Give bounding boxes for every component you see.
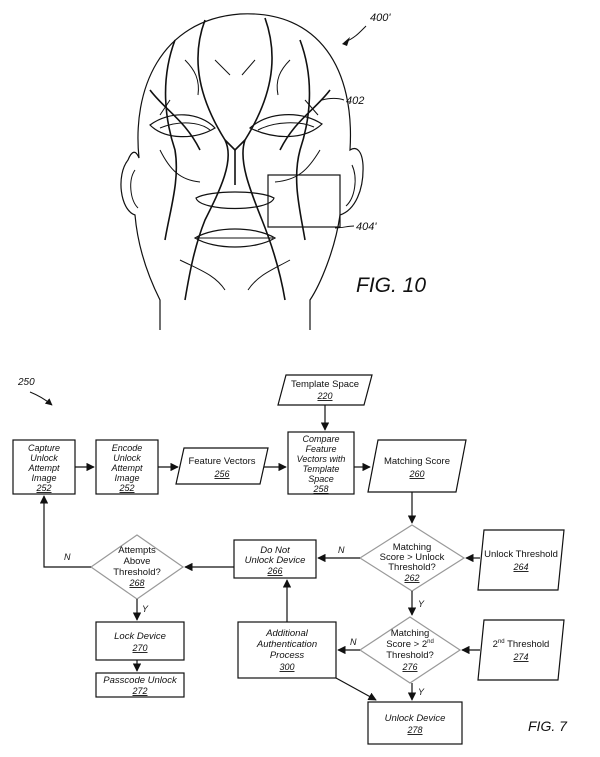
compare-line-1: Compare [302, 434, 339, 444]
leader-402 [321, 98, 345, 101]
encode-line-1: Encode [112, 443, 143, 453]
capture-line-4: Image [31, 473, 56, 483]
compare-num: 258 [312, 484, 328, 494]
encode-line-4: Image [114, 473, 139, 483]
decision-276-line-1: Matching [391, 628, 430, 639]
region-box-404 [267, 174, 341, 228]
template-space-node: Template Space 220 [277, 374, 373, 406]
passcode-unlock-label: Passcode Unlock [103, 675, 178, 686]
compare-line-2: Feature [305, 444, 336, 454]
matching-score-num: 260 [408, 469, 424, 479]
feature-vectors-node: Feature Vectors 256 [175, 447, 269, 485]
attempts-line-2: Above [124, 556, 151, 567]
do-not-unlock-line-1: Do Not [260, 545, 290, 556]
ref-404: 404' [356, 221, 377, 233]
decision-276-num: 276 [401, 662, 417, 672]
right-ear [345, 164, 356, 207]
left-eye-lid [159, 122, 211, 131]
do-not-unlock-node: Do Not Unlock Device 266 [233, 539, 317, 579]
fig10-illustration: 400' 402 404' FIG. 10 [120, 12, 426, 330]
edge-label-n-262: N [338, 545, 345, 555]
encode-line-3: Attempt [110, 463, 143, 473]
passcode-unlock-node: Passcode Unlock 272 [95, 672, 185, 698]
decision-276-line-2: Score > 2nd [386, 639, 434, 650]
capture-num: 252 [35, 483, 51, 493]
second-threshold-label: 2nd Threshold [493, 639, 550, 650]
attempts-num: 268 [128, 578, 144, 588]
ref-402: 402 [346, 95, 364, 107]
unlock-device-label: Unlock Device [385, 713, 446, 724]
nose [195, 191, 275, 210]
compare-line-5: Space [308, 474, 334, 484]
do-not-unlock-line-2: Unlock Device [245, 555, 306, 566]
connectors [39, 405, 480, 701]
passcode-unlock-num: 272 [131, 686, 147, 696]
left-ear [130, 169, 139, 209]
second-threshold-num: 274 [512, 652, 528, 662]
matching-score-node: Matching Score 260 [367, 439, 467, 493]
feature-vectors-label: Feature Vectors [188, 456, 255, 467]
ref-250: 250 [17, 377, 35, 388]
decision-262-line-2: Score > Unlock [380, 552, 445, 563]
edge-label-y-262: Y [418, 599, 425, 609]
attempts-node: Attempts Above Threshold? 268 [89, 534, 185, 600]
compare-node: Compare Feature Vectors with Template Sp… [287, 431, 355, 495]
fig10-caption: FIG. 10 [356, 274, 426, 297]
lock-device-num: 270 [131, 643, 147, 653]
leader-400-arrow [342, 37, 350, 46]
unlock-device-num: 278 [406, 725, 422, 735]
unlock-threshold-label: Unlock Threshold [484, 549, 558, 560]
do-not-unlock-num: 266 [266, 566, 282, 576]
template-space-num: 220 [316, 391, 332, 401]
encode-num: 252 [118, 483, 134, 493]
decision-262-node: Matching Score > Unlock Threshold? 262 [358, 524, 466, 592]
additional-auth-line-1: Additional [265, 628, 309, 639]
compare-line-3: Vectors with [297, 454, 346, 464]
decision-276-node: Matching Score > 2nd Threshold? 276 [358, 616, 462, 684]
additional-auth-num: 300 [279, 662, 294, 672]
edge-label-n-268: N [64, 552, 71, 562]
lock-device-label: Lock Device [114, 631, 166, 642]
attempts-line-1: Attempts [118, 545, 156, 556]
additional-auth-line-2: Authentication [256, 639, 317, 650]
unlock-threshold-num: 264 [512, 562, 528, 572]
fig7-caption: FIG. 7 [528, 718, 568, 734]
mouth [193, 228, 277, 248]
decision-262-num: 262 [403, 573, 419, 583]
additional-auth-node: Additional Authentication Process 300 [237, 621, 337, 679]
capture-line-2: Unlock [30, 453, 58, 463]
encode-line-2: Unlock [113, 453, 141, 463]
attempts-line-3: Threshold? [113, 567, 161, 578]
feature-vectors-num: 256 [213, 469, 229, 479]
decision-276-line-3: Threshold? [386, 650, 434, 661]
edge-label-y-276: Y [418, 687, 425, 697]
ref-250-arrow [29, 391, 53, 406]
head-outline [120, 13, 364, 330]
unlock-device-node: Unlock Device 278 [367, 701, 463, 745]
compare-line-4: Template [303, 464, 340, 474]
decision-262-line-3: Threshold? [388, 562, 436, 573]
lock-device-node: Lock Device 270 [95, 621, 185, 661]
capture-node: Capture Unlock Attempt Image 252 [12, 439, 76, 495]
additional-auth-line-3: Process [270, 650, 305, 661]
encode-node: Encode Unlock Attempt Image 252 [95, 439, 159, 495]
matching-score-label: Matching Score [384, 456, 450, 467]
left-eye [149, 114, 216, 138]
unlock-threshold-node: Unlock Threshold 264 [477, 529, 565, 591]
template-space-label: Template Space [291, 379, 359, 390]
right-eye [248, 114, 323, 138]
leader-404 [334, 225, 355, 229]
vein-pattern [149, 17, 331, 301]
second-threshold-node: 2nd Threshold 274 [477, 619, 565, 681]
capture-line-1: Capture [28, 443, 60, 453]
edge-label-n-276: N [350, 637, 357, 647]
edge-label-y-268: Y [142, 604, 149, 614]
capture-line-3: Attempt [27, 463, 60, 473]
right-eye-lid [257, 122, 315, 131]
ref-400: 400' [370, 12, 391, 24]
decision-262-line-1: Matching [393, 542, 432, 553]
